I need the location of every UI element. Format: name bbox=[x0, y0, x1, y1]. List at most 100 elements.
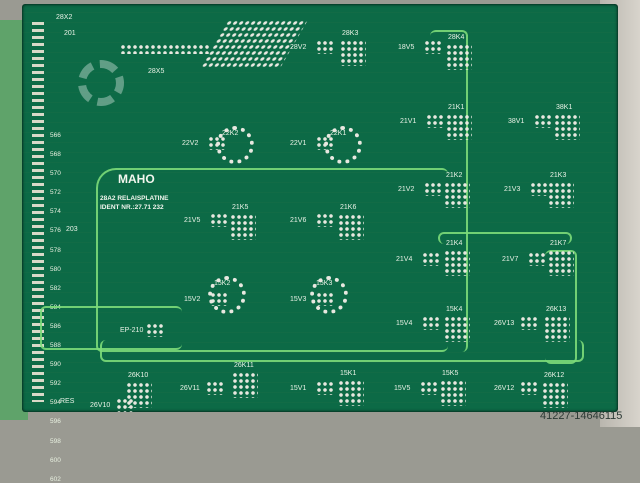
label-15v1: 15V1 bbox=[290, 385, 307, 392]
label-15v4: 15V4 bbox=[396, 320, 413, 327]
pin-number: 588 bbox=[50, 342, 61, 350]
diode-pads bbox=[520, 381, 538, 395]
label-38k1: 38K1 bbox=[556, 104, 573, 111]
relay-ring-pads bbox=[324, 126, 362, 164]
label-26k13: 26K13 bbox=[546, 306, 567, 313]
relay-pads bbox=[338, 214, 364, 240]
trace bbox=[438, 232, 572, 244]
label-26k11: 26K11 bbox=[234, 362, 254, 369]
pin-number: 580 bbox=[50, 265, 61, 273]
pin-number: 596 bbox=[50, 418, 61, 426]
pin-number: 598 bbox=[50, 437, 61, 445]
diode-pads bbox=[206, 381, 224, 395]
label-21v4: 21V4 bbox=[396, 256, 413, 263]
diode-pads bbox=[210, 213, 228, 227]
watermark: 41227-14646115 bbox=[540, 410, 623, 422]
pin-number: 568 bbox=[50, 151, 61, 159]
brand-title: MAHO bbox=[118, 172, 155, 186]
diode-pads bbox=[316, 213, 334, 227]
label-28k4: 28K4 bbox=[448, 34, 465, 41]
diode-pads bbox=[520, 316, 538, 330]
relay-pads bbox=[232, 372, 258, 398]
pin-number: 592 bbox=[50, 380, 61, 388]
pin-number: 600 bbox=[50, 456, 61, 464]
label-18v5: 18V5 bbox=[398, 44, 415, 51]
diode-pads bbox=[422, 316, 440, 330]
label-21v7: 21V7 bbox=[502, 256, 519, 263]
pin-number: 578 bbox=[50, 246, 61, 254]
pin-number: 572 bbox=[50, 189, 61, 197]
label-22v2: 22V2 bbox=[182, 140, 199, 147]
diode-pads bbox=[424, 40, 442, 54]
diode-pads bbox=[530, 182, 548, 196]
relay-pads bbox=[554, 114, 580, 140]
trace bbox=[40, 306, 182, 350]
label-21k6: 21K6 bbox=[340, 204, 357, 211]
label-15k4: 15K4 bbox=[446, 306, 463, 313]
relay-pads bbox=[548, 182, 574, 208]
label-21k7: 21K7 bbox=[550, 240, 567, 247]
relay-ring-pads bbox=[310, 276, 348, 314]
ident-number: IDENT NR.:27.71 232 bbox=[100, 204, 164, 211]
label-21k4: 21K4 bbox=[446, 240, 463, 247]
pin-number: 590 bbox=[50, 361, 61, 369]
relay-pads bbox=[440, 380, 466, 406]
label-15k1: 15K1 bbox=[340, 370, 357, 377]
label-28v2: 28V2 bbox=[290, 44, 307, 51]
label-res: RES bbox=[60, 398, 75, 405]
relay-pads bbox=[544, 316, 570, 342]
label-ep-210: EP-210 bbox=[120, 327, 144, 334]
diode-pads bbox=[146, 323, 164, 337]
label-21v5: 21V5 bbox=[184, 217, 201, 224]
pin-number: 602 bbox=[50, 475, 61, 483]
diode-pads bbox=[426, 114, 444, 128]
diode-pads bbox=[422, 252, 440, 266]
label-21k1: 21K1 bbox=[448, 104, 465, 111]
relay-pads bbox=[230, 214, 256, 240]
pin-number: 576 bbox=[50, 227, 61, 235]
board-subtitle: 28A2 RELAISPLATINE IDENT NR.:27.71 232 bbox=[100, 194, 169, 212]
label-28x5: 28X5 bbox=[148, 68, 165, 75]
subtitle: 28A2 RELAISPLATINE bbox=[100, 195, 169, 202]
label-26v11: 26V11 bbox=[180, 385, 200, 392]
diode-pads bbox=[316, 40, 334, 54]
label-28k3: 28K3 bbox=[342, 30, 359, 37]
pin-number: 586 bbox=[50, 322, 61, 330]
trace bbox=[100, 340, 584, 362]
label-26k10: 26K10 bbox=[128, 372, 149, 379]
label-21v1: 21V1 bbox=[400, 118, 417, 125]
label-15v3: 15V3 bbox=[290, 296, 307, 303]
gear-watermark-icon bbox=[78, 60, 124, 106]
diode-pads bbox=[528, 252, 546, 266]
label-21v3: 21V3 bbox=[504, 186, 521, 193]
relay-pads bbox=[446, 44, 472, 70]
relay-pads bbox=[340, 40, 366, 66]
pin-number: 570 bbox=[50, 170, 61, 178]
pin-number: 582 bbox=[50, 284, 61, 292]
label-15v2: 15V2 bbox=[184, 296, 201, 303]
relay-ring-pads bbox=[216, 126, 254, 164]
trace bbox=[96, 168, 448, 352]
label-21v6: 21V6 bbox=[290, 217, 307, 224]
label-28x2: 28X2 bbox=[56, 14, 73, 21]
label-26v12: 26V12 bbox=[494, 385, 515, 392]
label-26v13: 26V13 bbox=[494, 320, 515, 327]
connector-28x5 bbox=[120, 44, 210, 54]
label-38v1: 38V1 bbox=[508, 118, 525, 125]
label-15k5: 15K5 bbox=[442, 370, 459, 377]
relay-pads bbox=[446, 114, 472, 140]
label-21k3: 21K3 bbox=[550, 172, 567, 179]
relay-ring-pads bbox=[208, 276, 246, 314]
diode-pads bbox=[116, 398, 134, 412]
diode-pads bbox=[534, 114, 552, 128]
label-21k5: 21K5 bbox=[232, 204, 249, 211]
pin-number: 594 bbox=[50, 399, 61, 407]
diode-pads bbox=[420, 381, 438, 395]
relay-pads bbox=[444, 250, 470, 276]
label-26k12: 26K12 bbox=[544, 372, 565, 379]
label-201: 201 bbox=[64, 30, 76, 37]
pin-number: 574 bbox=[50, 208, 61, 216]
label-26v10: 26V10 bbox=[90, 402, 111, 409]
diode-pads bbox=[424, 182, 442, 196]
